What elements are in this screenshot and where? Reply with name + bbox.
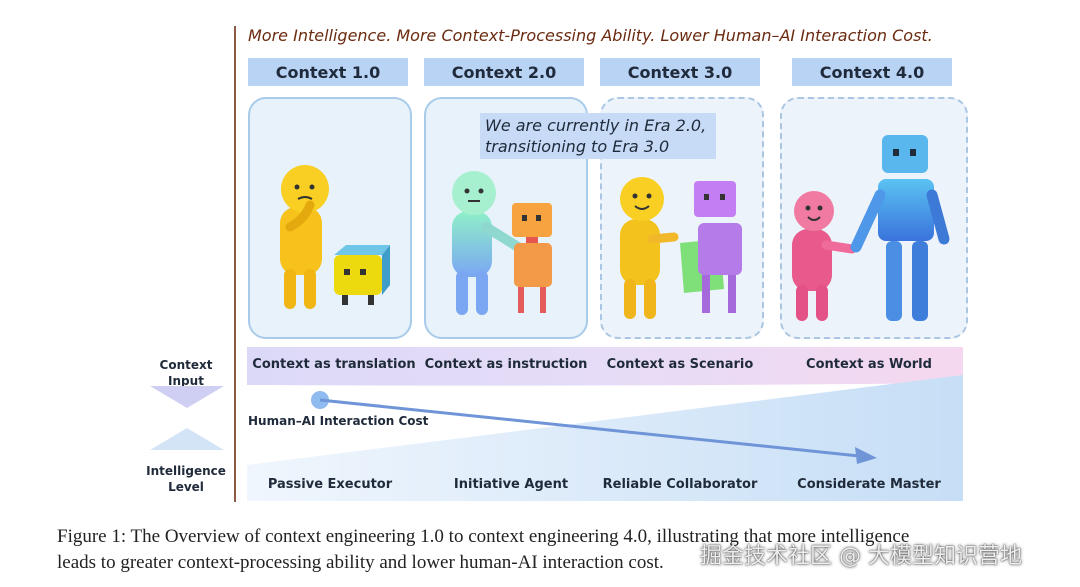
watermark: 掘金技术社区 @ 大模型知识营地 xyxy=(700,544,1022,569)
era-1-header: Context 1.0 xyxy=(248,58,408,86)
down-arrow-icon xyxy=(150,386,224,408)
thinking-human-icon xyxy=(280,165,329,309)
current-era-note: We are currently in Era 2.0, transitioni… xyxy=(480,113,716,159)
interaction-cost-label: Human–AI Interaction Cost xyxy=(248,414,429,428)
era-2-context-role: Context as instruction xyxy=(424,357,588,372)
progression-band xyxy=(247,347,963,501)
era-3-header: Context 3.0 xyxy=(600,58,760,86)
context-input-label-line-1: Context xyxy=(159,358,213,372)
intelligence-level-band xyxy=(247,375,963,501)
era-2-header: Context 2.0 xyxy=(424,58,584,86)
collaborating-human-icon xyxy=(620,177,679,319)
era-1-illustration xyxy=(248,97,412,339)
orange-robot-icon xyxy=(512,203,552,313)
handshake-human-icon xyxy=(792,191,857,321)
pointing-human-icon xyxy=(452,171,523,315)
era-3-context-role: Context as Scenario xyxy=(606,357,754,372)
era-note-line-1: We are currently in Era 2.0, xyxy=(485,116,707,135)
figure-divider-line xyxy=(234,26,236,502)
caption-line-2: leads to greater context-processing abil… xyxy=(57,552,664,573)
era-4-header: Context 4.0 xyxy=(792,58,952,86)
intelligence-label-line-2: Level xyxy=(168,480,204,494)
interaction-cost-trend-arrow xyxy=(311,391,877,464)
purple-robot-icon xyxy=(694,181,742,313)
era-4-context-role: Context as World xyxy=(806,357,932,372)
humanoid-robot-icon xyxy=(850,135,950,321)
era-1-context-role: Context as translation xyxy=(252,357,416,372)
caption-line-1: Figure 1: The Overview of context engine… xyxy=(57,526,910,547)
era-3-intelligence-level: Reliable Collaborator xyxy=(602,477,758,492)
small-robot-icon xyxy=(334,245,390,305)
figure-tagline: More Intelligence. More Context-Processi… xyxy=(248,26,933,45)
intelligence-level-label: Intelligence Level xyxy=(140,463,232,495)
figure-caption: Figure 1: The Overview of context engine… xyxy=(57,524,1067,576)
intelligence-label-line-1: Intelligence xyxy=(146,464,226,478)
context-input-label: Context Input xyxy=(146,357,226,389)
up-arrow-icon xyxy=(150,428,224,450)
era-4-intelligence-level: Considerate Master xyxy=(797,477,941,492)
era-2-intelligence-level: Initiative Agent xyxy=(453,477,569,492)
era-4-illustration xyxy=(780,97,968,339)
era-note-line-2: transitioning to Era 3.0 xyxy=(485,137,670,156)
context-input-label-line-2: Input xyxy=(168,374,204,388)
context-input-band xyxy=(247,347,963,386)
era-1-intelligence-level: Passive Executor xyxy=(267,477,393,492)
